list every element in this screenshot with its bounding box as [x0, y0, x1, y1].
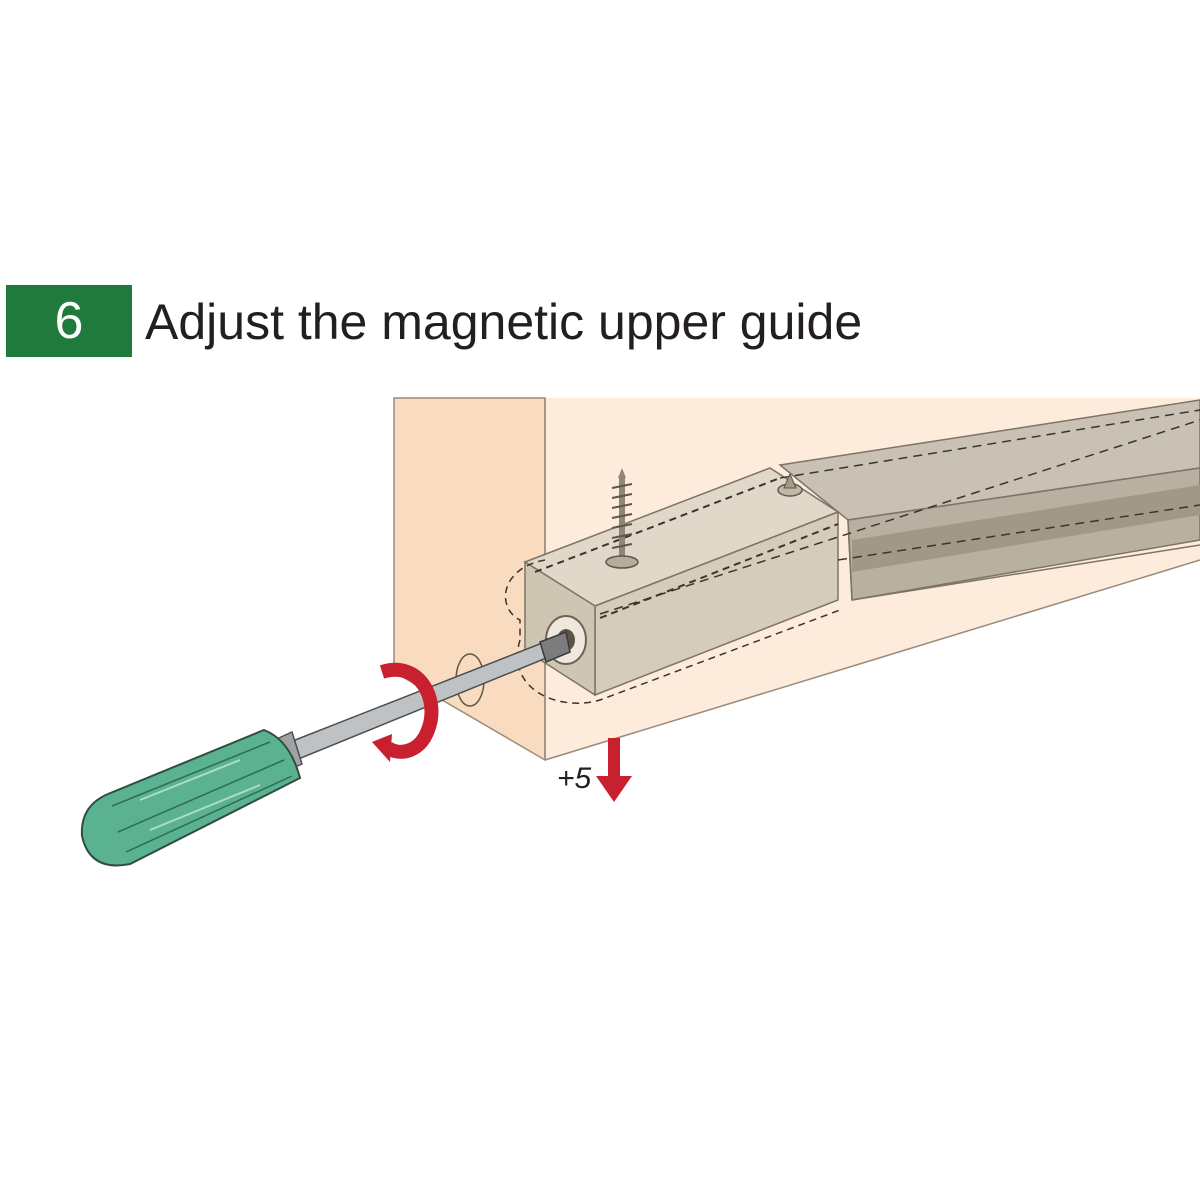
guide-rail [778, 399, 1200, 601]
upper-guide-housing [504, 409, 1200, 704]
rotation-arrow-icon [372, 662, 439, 762]
step-title: Adjust the magnetic upper guide [145, 294, 863, 350]
wood-screw-icon [605, 468, 803, 569]
adjustment-label: +5 [557, 762, 592, 795]
step-number-badge: 6 [6, 285, 132, 357]
step-number: 6 [54, 292, 84, 350]
down-arrow-icon [596, 738, 632, 802]
screwdriver-icon [80, 630, 571, 867]
